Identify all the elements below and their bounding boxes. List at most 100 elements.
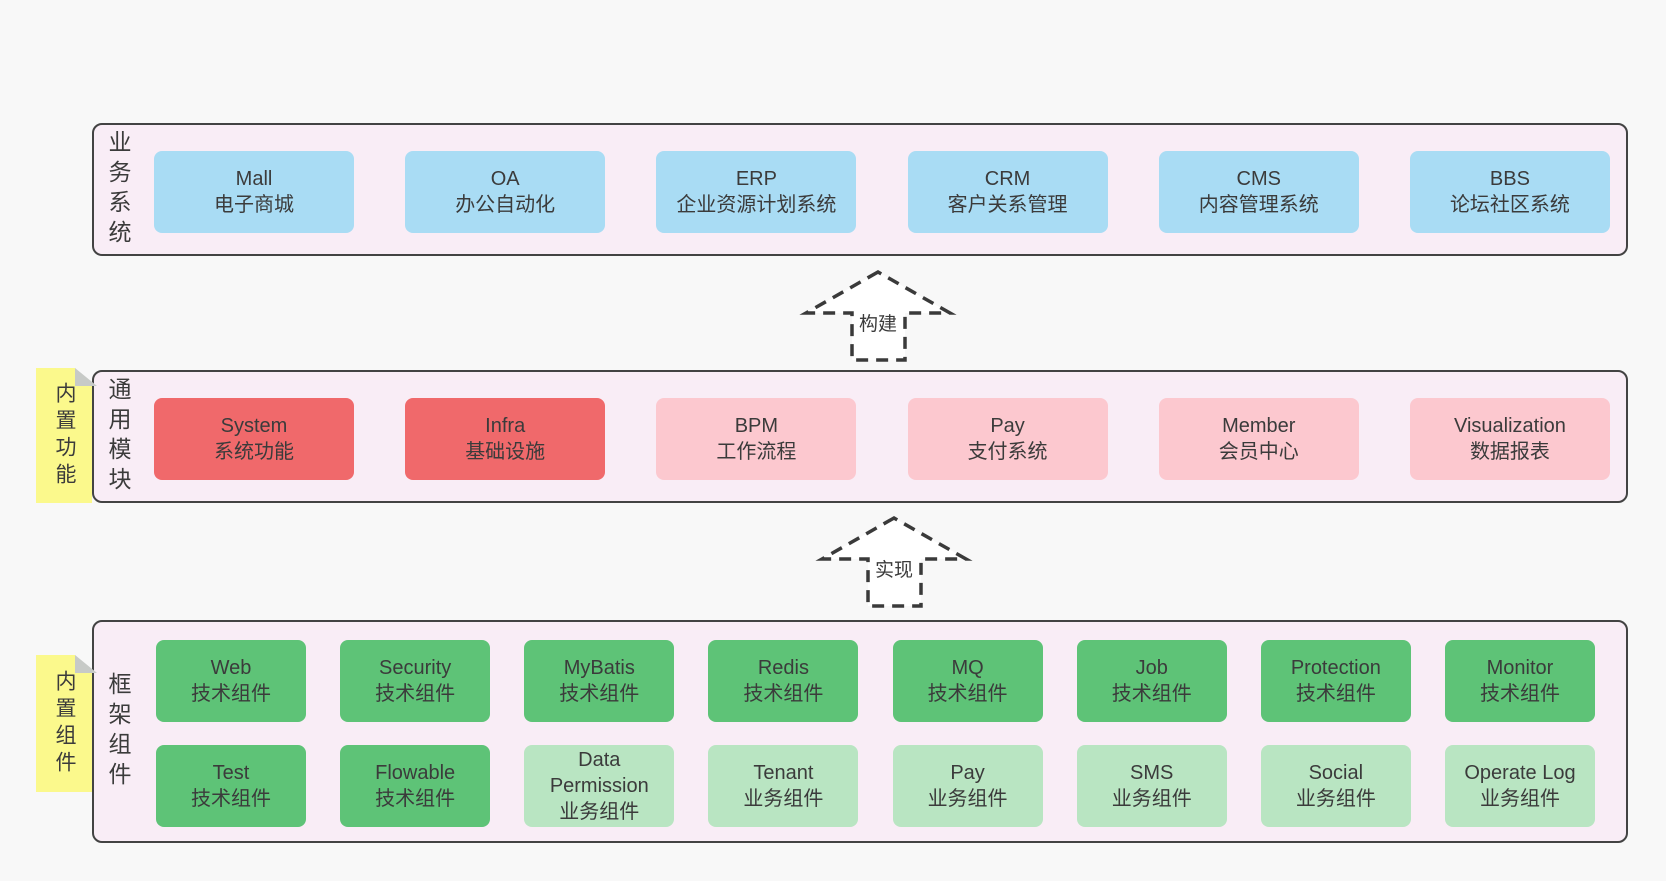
box-subtitle: 业务组件 (1479, 788, 1560, 810)
business-systems-label: 业务系统 (105, 129, 131, 250)
box-title: Pay (990, 415, 1025, 437)
box-title: Web (210, 657, 252, 679)
box-operate-log: Operate Log 业务组件 (1444, 745, 1595, 827)
sticky-builtin-components: 内置组件 (36, 655, 97, 792)
box-title: Mall (235, 168, 273, 190)
box-title: Security (379, 657, 452, 679)
box-title: Test (212, 762, 250, 784)
box-subtitle: 工作流程 (716, 441, 797, 463)
box-data-permission: Data Permission 业务组件 (524, 745, 675, 827)
box-infra: Infra 基础设施 (405, 398, 606, 480)
box-title: MQ (951, 657, 984, 679)
box-title: Infra (485, 415, 526, 437)
sticky-note-paper (36, 368, 92, 503)
box-title: SMS (1130, 762, 1174, 784)
box-subtitle: 技术组件 (375, 788, 456, 810)
box-title: Operate Log (1464, 762, 1576, 784)
box-bpm: BPM 工作流程 (656, 398, 857, 480)
box-job: Job 技术组件 (1076, 640, 1227, 722)
box-subtitle: 会员中心 (1218, 441, 1299, 463)
box-subtitle: 业务组件 (1111, 788, 1192, 810)
box-oa: OA 办公自动化 (405, 151, 606, 233)
box-mq: MQ 技术组件 (892, 640, 1043, 722)
business-systems-panel: 业务系统 Mall 电子商城 OA 办公自动化 ERP 企业资源计划系统 CRM… (92, 123, 1628, 256)
box-subtitle: 技术组件 (1295, 683, 1376, 705)
block-arrow-up-icon (799, 269, 957, 362)
box-subtitle: 技术组件 (375, 683, 456, 705)
box-subtitle: 客户关系管理 (947, 194, 1068, 216)
box-title: Social (1308, 762, 1364, 784)
box-subtitle: 技术组件 (559, 683, 640, 705)
arrow-implement: 实现 (815, 514, 973, 610)
box-title: OA (490, 168, 520, 190)
box-crm: CRM 客户关系管理 (907, 151, 1108, 233)
box-title: Job (1135, 657, 1168, 679)
box-title: ERP (735, 168, 777, 190)
business-systems-row: Mall 电子商城 OA 办公自动化 ERP 企业资源计划系统 CRM 客户关系… (154, 151, 1610, 233)
box-pay-module: Pay 支付系统 (907, 398, 1108, 480)
box-protection: Protection 技术组件 (1260, 640, 1411, 722)
common-modules-panel: 通用模块 System 系统功能 Infra 基础设施 BPM 工作流程 Pay… (92, 370, 1628, 503)
sticky-builtin-features: 内置功能 (36, 368, 97, 503)
box-title: System (220, 415, 288, 437)
box-subtitle: 技术组件 (1111, 683, 1192, 705)
box-subtitle: 技术组件 (743, 683, 824, 705)
box-cms: CMS 内容管理系统 (1158, 151, 1359, 233)
box-title: Data Permission (549, 749, 649, 797)
framework-components-row-2: Test 技术组件 Flowable 技术组件 Data Permission … (156, 745, 1595, 827)
box-subtitle: 技术组件 (927, 683, 1008, 705)
box-subtitle: 企业资源计划系统 (676, 194, 837, 216)
box-subtitle: 业务组件 (927, 788, 1008, 810)
box-bbs: BBS 论坛社区系统 (1409, 151, 1610, 233)
box-mybatis: MyBatis 技术组件 (524, 640, 675, 722)
box-subtitle: 技术组件 (191, 788, 271, 810)
box-subtitle: 数据报表 (1469, 441, 1550, 463)
box-title: MyBatis (563, 657, 635, 679)
box-subtitle: 系统功能 (214, 441, 294, 463)
box-title: CMS (1236, 168, 1281, 190)
box-social: Social 业务组件 (1260, 745, 1411, 827)
box-subtitle: 电子商城 (214, 194, 294, 216)
box-subtitle: 办公自动化 (455, 194, 556, 216)
box-title: Pay (950, 762, 985, 784)
block-arrow-up-icon (815, 515, 973, 608)
box-web: Web 技术组件 (156, 640, 306, 722)
box-subtitle: 业务组件 (743, 788, 824, 810)
box-tenant: Tenant 业务组件 (708, 745, 859, 827)
sticky-note-paper (36, 655, 92, 792)
box-subtitle: 支付系统 (967, 441, 1048, 463)
framework-components-panel: 框架组件 Web 技术组件 Security 技术组件 MyBatis 技术组件… (92, 620, 1628, 843)
box-erp: ERP 企业资源计划系统 (656, 151, 857, 233)
arrow-build: 构建 (799, 268, 957, 364)
box-sms: SMS 业务组件 (1076, 745, 1227, 827)
sticky-builtin-components-label: 内置组件 (53, 669, 76, 778)
box-title: Visualization (1453, 415, 1566, 437)
box-subtitle: 技术组件 (191, 683, 271, 705)
box-pay-component: Pay 业务组件 (892, 745, 1043, 827)
box-title: Redis (757, 657, 809, 679)
box-subtitle: 业务组件 (559, 801, 640, 823)
box-subtitle: 基础设施 (465, 441, 546, 463)
box-title: Monitor (1486, 657, 1554, 679)
box-subtitle: 内容管理系统 (1198, 194, 1319, 216)
arrow-implement-label: 实现 (874, 560, 913, 581)
sticky-builtin-features-label: 内置功能 (53, 381, 76, 490)
box-subtitle: 业务组件 (1295, 788, 1376, 810)
box-title: Tenant (753, 762, 814, 784)
box-monitor: Monitor 技术组件 (1444, 640, 1595, 722)
framework-components-row-1: Web 技术组件 Security 技术组件 MyBatis 技术组件 Redi… (156, 640, 1595, 722)
box-title: Flowable (375, 762, 456, 784)
box-title: CRM (984, 168, 1031, 190)
common-modules-row: System 系统功能 Infra 基础设施 BPM 工作流程 Pay 支付系统… (154, 398, 1610, 480)
common-modules-label: 通用模块 (105, 376, 131, 497)
box-test: Test 技术组件 (156, 745, 306, 827)
box-title: BPM (734, 415, 779, 437)
framework-components-label: 框架组件 (105, 671, 131, 792)
box-title: BBS (1489, 168, 1530, 190)
arrow-build-label: 构建 (858, 314, 897, 335)
box-member: Member 会员中心 (1158, 398, 1359, 480)
box-subtitle: 论坛社区系统 (1449, 194, 1570, 216)
box-mall: Mall 电子商城 (154, 151, 354, 233)
box-flowable: Flowable 技术组件 (340, 745, 491, 827)
box-subtitle: 技术组件 (1479, 683, 1560, 705)
